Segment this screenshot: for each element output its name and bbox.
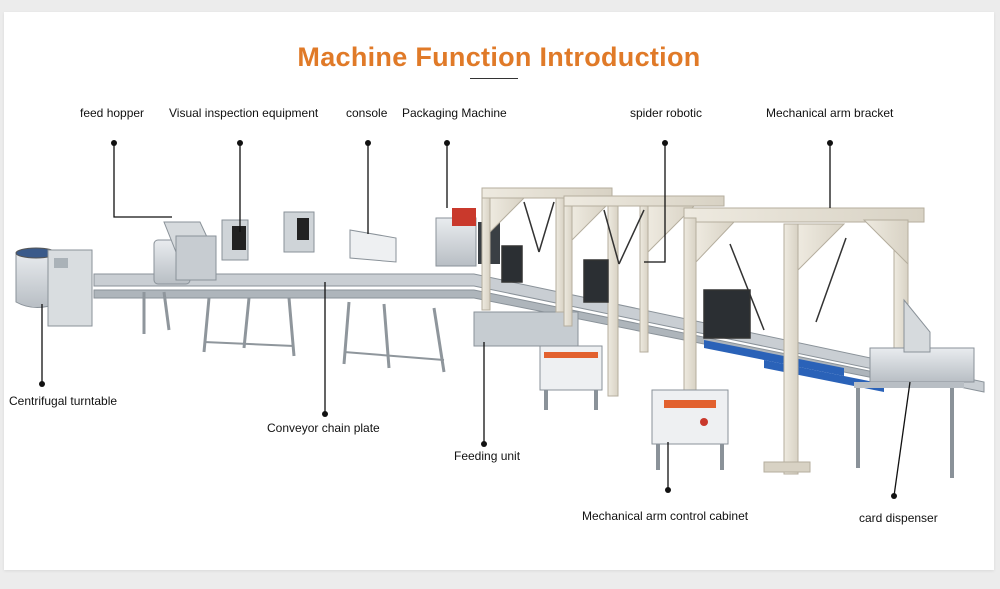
label-feeding-unit: Feeding unit <box>454 449 521 463</box>
spider-robot-arms <box>501 201 645 303</box>
visual-inspection-equipment <box>221 211 315 261</box>
production-line-illustration <box>15 140 985 499</box>
label-arm-control-cabinet: Mechanical arm control cabinet <box>582 509 749 523</box>
label-spider-robotic: spider robotic <box>630 106 703 120</box>
arm-linkage <box>703 237 847 339</box>
title-underline <box>470 78 518 79</box>
spider-robotic-frames <box>481 187 725 397</box>
label-visual-inspection: Visual inspection equipment <box>169 106 319 120</box>
page-title: Machine Function Introduction <box>297 42 701 72</box>
label-conveyor-chain-plate: Conveyor chain plate <box>267 421 380 435</box>
feed-hopper <box>153 221 217 285</box>
label-centrifugal-turntable: Centrifugal turntable <box>9 394 118 408</box>
mechanical-arm-control-cabinet <box>539 345 729 470</box>
label-arm-bracket: Mechanical arm bracket <box>766 106 894 120</box>
content-card: Machine Function Introduction <box>4 12 994 570</box>
mechanical-arm-bracket <box>683 207 925 475</box>
callout-leaders <box>41 143 911 497</box>
console <box>349 229 397 263</box>
label-console: console <box>346 106 388 120</box>
label-packaging-machine: Packaging Machine <box>402 106 507 120</box>
label-feed-hopper: feed hopper <box>80 106 145 120</box>
label-card-dispenser: card dispenser <box>859 511 938 525</box>
centrifugal-turntable <box>15 247 93 327</box>
callout-markers <box>39 140 897 499</box>
